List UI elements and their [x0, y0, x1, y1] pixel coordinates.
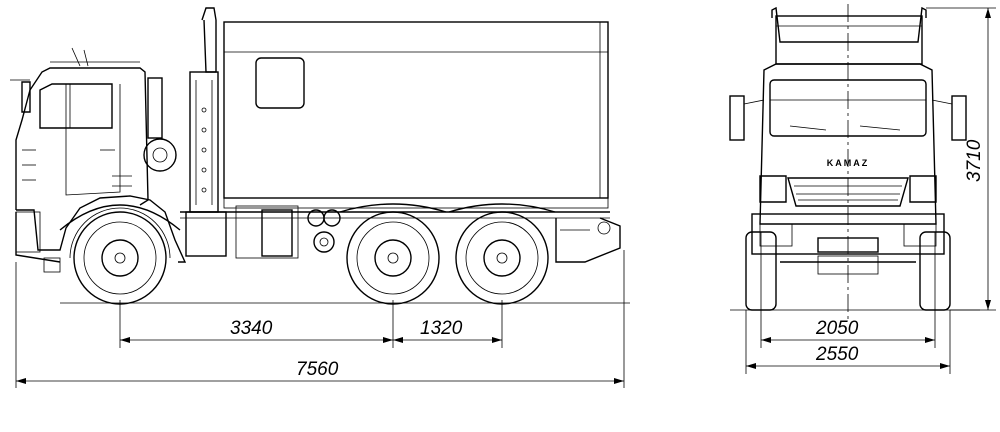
dimension-2550: 2550 — [815, 344, 859, 365]
cab — [10, 47, 187, 273]
rear-wheel — [455, 211, 549, 305]
front-dimensions: 2050 2550 3710 — [745, 7, 996, 374]
side-dimensions: 3340 1320 7560 — [15, 250, 625, 388]
dimension-1320: 1320 — [420, 318, 463, 339]
front-view: KAMAZ — [729, 4, 996, 374]
dimension-3710: 3710 — [964, 139, 985, 182]
exhaust-stack — [143, 7, 219, 213]
dimension-2050: 2050 — [815, 318, 859, 339]
cargo-body — [223, 21, 609, 209]
front-wheel — [69, 207, 171, 305]
brand-emblem: KAMAZ — [827, 158, 870, 168]
dimension-3340: 3340 — [230, 318, 273, 339]
side-view: 3340 1320 7560 — [10, 7, 630, 388]
middle-wheel — [346, 211, 440, 305]
chassis — [180, 205, 621, 263]
dimension-7560: 7560 — [296, 359, 339, 380]
